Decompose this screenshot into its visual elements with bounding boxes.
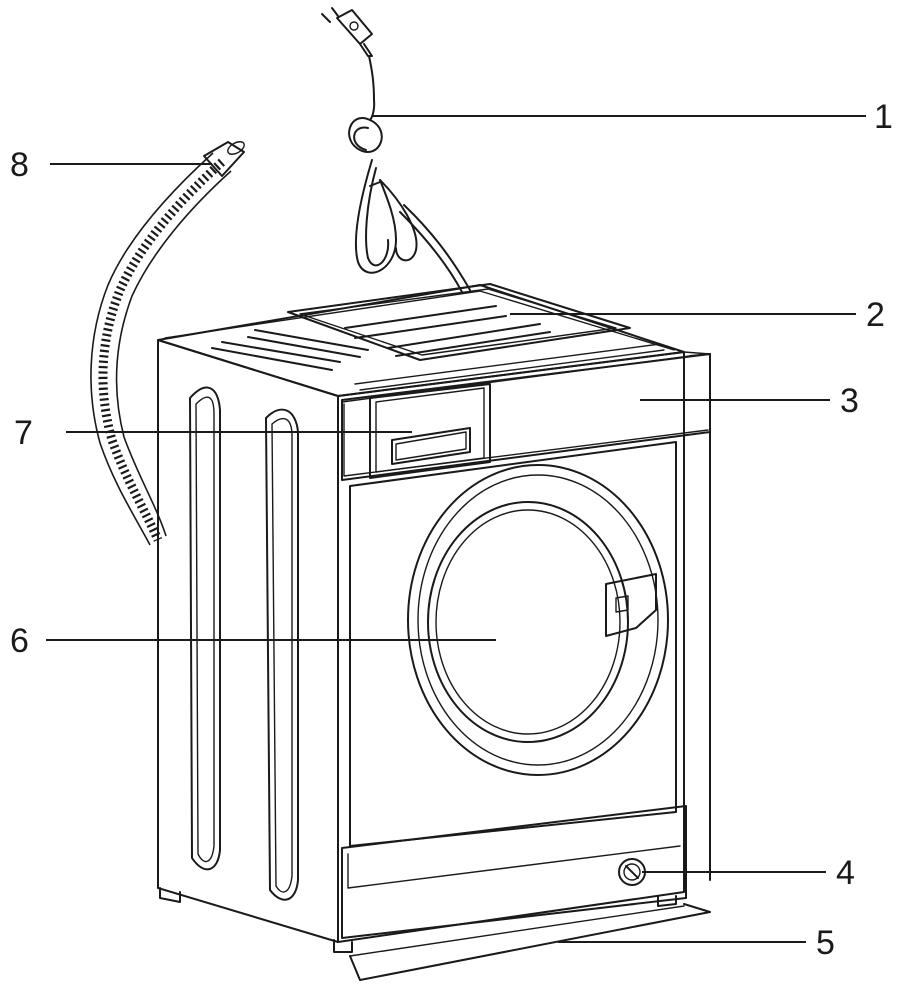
callout-6: 6 xyxy=(10,622,29,660)
callout-3: 3 xyxy=(840,382,859,420)
drain-hose xyxy=(90,141,245,546)
callout-labels: 1 2 3 4 5 6 7 8 xyxy=(10,98,893,962)
callout-5: 5 xyxy=(816,924,835,962)
power-plug-icon xyxy=(321,7,373,57)
leader-lines xyxy=(46,115,866,943)
top-panel xyxy=(211,283,631,371)
detergent-drawer xyxy=(369,383,491,479)
callout-8: 8 xyxy=(10,146,29,184)
callout-1: 1 xyxy=(874,98,893,136)
side-ribs xyxy=(189,386,299,901)
callout-4: 4 xyxy=(836,854,855,892)
callout-7: 7 xyxy=(14,414,33,452)
drain-filter xyxy=(618,858,646,886)
callout-2: 2 xyxy=(866,296,885,334)
power-cord xyxy=(321,7,471,293)
door-handle-icon xyxy=(605,573,657,637)
control-panel xyxy=(341,343,711,481)
base-plinth xyxy=(159,805,711,981)
porthole-door xyxy=(349,441,677,847)
